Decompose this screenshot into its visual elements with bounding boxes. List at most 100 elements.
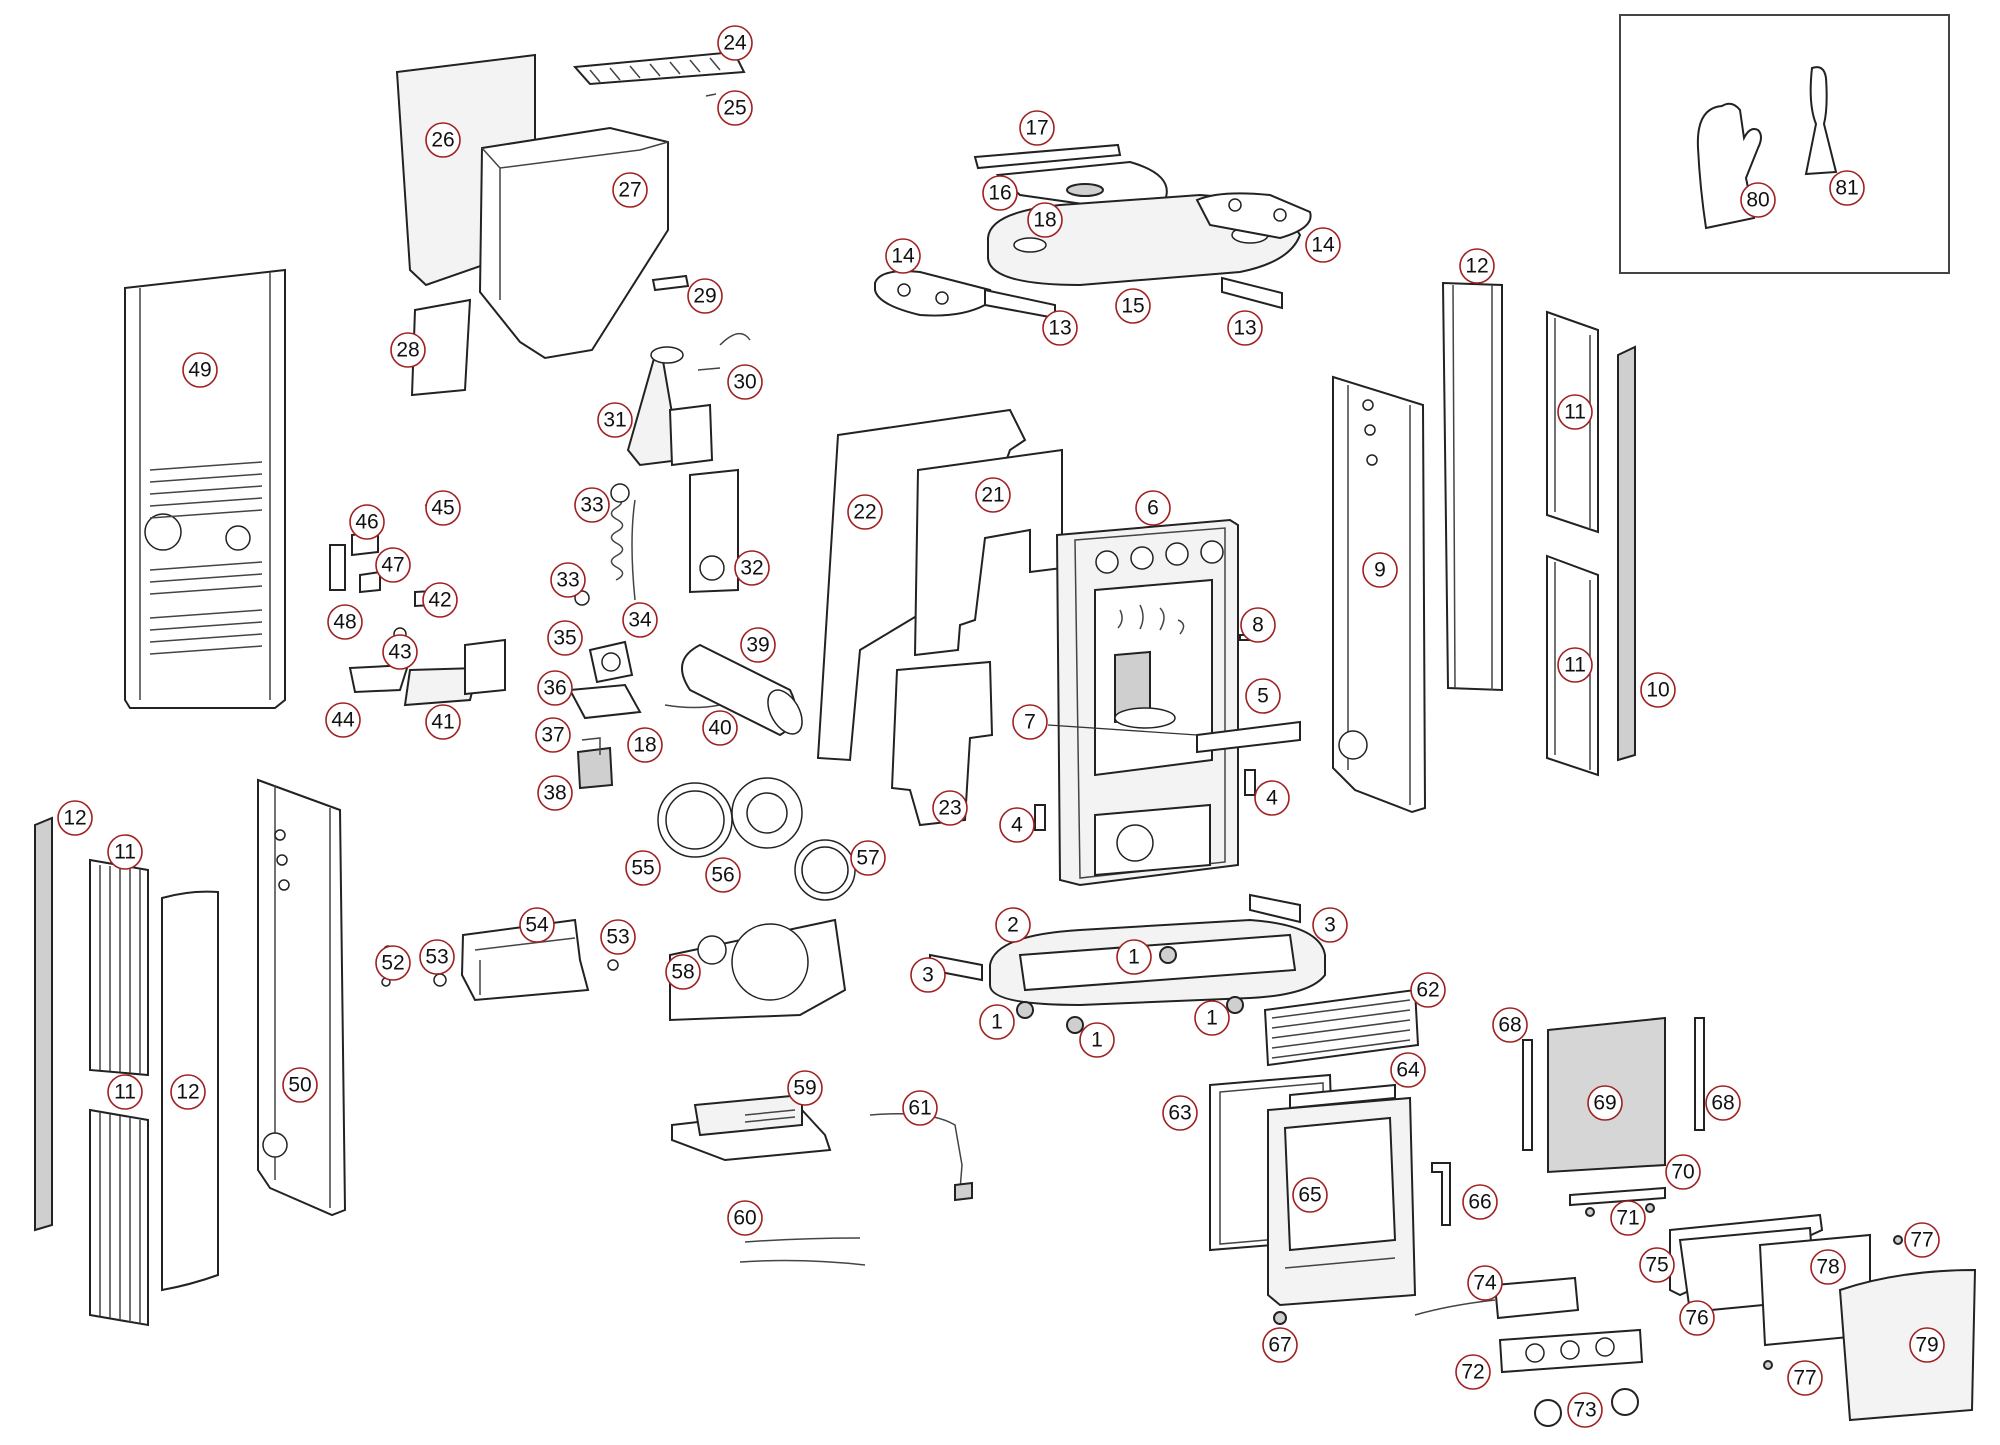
internal-panels (816, 408, 1063, 827)
svg-text:37: 37 (541, 724, 564, 747)
plate-5 (1196, 720, 1301, 754)
seal-68-right (1694, 1017, 1705, 1131)
callout-79: 79 (1909, 1327, 1945, 1363)
callout-75: 75 (1639, 1247, 1675, 1283)
callout-27: 27 (612, 172, 648, 208)
callout-1: 1 (1079, 1022, 1115, 1058)
callout-47: 47 (375, 547, 411, 583)
auger-assembly (568, 274, 803, 790)
side-panel-11-left-lower (89, 1108, 149, 1327)
callout-76: 76 (1679, 1300, 1715, 1336)
control-panel (1414, 1213, 1977, 1427)
callout-26: 26 (425, 122, 461, 158)
callout-40: 40 (702, 710, 738, 746)
svg-text:18: 18 (633, 734, 656, 757)
svg-text:77: 77 (1793, 1367, 1816, 1390)
firebox (1034, 518, 1301, 887)
knob-73-left (1534, 1399, 1562, 1427)
svg-text:8: 8 (1252, 614, 1264, 637)
callout-63: 63 (1162, 1095, 1198, 1131)
svg-text:22: 22 (853, 501, 876, 524)
handle-66 (1431, 1162, 1451, 1226)
svg-text:29: 29 (693, 285, 716, 308)
callout-52: 52 (375, 945, 411, 981)
svg-text:36: 36 (543, 677, 566, 700)
svg-text:18: 18 (1033, 209, 1056, 232)
svg-text:3: 3 (1324, 914, 1336, 937)
callout-11: 11 (107, 1074, 143, 1110)
seal-68-left (1522, 1039, 1533, 1151)
callout-1: 1 (1194, 1000, 1230, 1036)
callout-15: 15 (1115, 288, 1151, 324)
callout-81: 81 (1829, 170, 1865, 206)
left-side-panels (34, 778, 347, 1327)
svg-text:28: 28 (396, 339, 419, 362)
svg-text:69: 69 (1593, 1092, 1616, 1115)
svg-text:1: 1 (991, 1011, 1003, 1034)
svg-text:11: 11 (1564, 401, 1586, 424)
svg-text:62: 62 (1416, 979, 1439, 1002)
callout-12: 12 (170, 1074, 206, 1110)
svg-text:13: 13 (1233, 317, 1256, 340)
svg-text:60: 60 (733, 1207, 756, 1230)
svg-text:53: 53 (425, 946, 448, 969)
svg-text:27: 27 (618, 179, 641, 202)
svg-text:67: 67 (1268, 1334, 1291, 1357)
callout-62: 62 (1410, 972, 1446, 1008)
svg-text:13: 13 (1048, 317, 1071, 340)
svg-text:25: 25 (723, 97, 746, 120)
svg-text:56: 56 (711, 864, 734, 887)
rail-70 (1569, 1186, 1666, 1207)
svg-text:45: 45 (431, 497, 454, 520)
callout-61: 61 (902, 1090, 938, 1126)
callout-74: 74 (1467, 1265, 1503, 1301)
callout-77: 77 (1904, 1222, 1940, 1258)
callout-30: 30 (727, 364, 763, 400)
svg-text:61: 61 (908, 1097, 931, 1120)
callout-9: 9 (1362, 552, 1398, 588)
callout-21: 21 (975, 477, 1011, 513)
callout-33: 33 (574, 487, 610, 523)
svg-text:32: 32 (740, 557, 763, 580)
callout-16: 16 (982, 175, 1018, 211)
callout-68: 68 (1492, 1007, 1528, 1043)
callout-53: 53 (419, 939, 455, 975)
callout-1: 1 (1116, 939, 1152, 975)
callout-3: 3 (1312, 907, 1348, 943)
svg-text:48: 48 (333, 611, 356, 634)
svg-text:40: 40 (708, 717, 731, 740)
callout-6: 6 (1135, 490, 1171, 526)
svg-text:23: 23 (938, 797, 961, 820)
svg-text:65: 65 (1298, 1184, 1321, 1207)
callout-31: 31 (597, 402, 633, 438)
svg-text:70: 70 (1671, 1161, 1694, 1184)
svg-text:1: 1 (1128, 946, 1140, 969)
svg-text:26: 26 (431, 129, 454, 152)
callout-46: 46 (349, 504, 385, 540)
svg-text:4: 4 (1011, 814, 1023, 837)
svg-text:42: 42 (428, 589, 451, 612)
callout-49: 49 (182, 352, 218, 388)
callout-11: 11 (1557, 394, 1593, 430)
callout-14: 14 (885, 238, 921, 274)
rail-13-left (984, 288, 1056, 320)
svg-text:71: 71 (1616, 1207, 1639, 1230)
svg-text:64: 64 (1396, 1059, 1420, 1082)
callout-33: 33 (550, 562, 586, 598)
right-side-panels (1332, 281, 1636, 814)
svg-text:24: 24 (723, 32, 747, 55)
svg-text:58: 58 (671, 961, 694, 984)
svg-text:49: 49 (188, 359, 211, 382)
svg-text:7: 7 (1024, 711, 1036, 734)
door-assembly (1209, 988, 1451, 1325)
callout-55: 55 (625, 850, 661, 886)
board-74 (1493, 1276, 1580, 1320)
back-panel-21 (913, 448, 1063, 657)
leader-lines (1047, 724, 1198, 736)
callout-45: 45 (425, 490, 461, 526)
callout-72: 72 (1455, 1354, 1491, 1390)
svg-text:11: 11 (114, 1081, 136, 1104)
callout-28: 28 (390, 332, 426, 368)
callout-11: 11 (1557, 647, 1593, 683)
svg-text:1: 1 (1091, 1029, 1103, 1052)
